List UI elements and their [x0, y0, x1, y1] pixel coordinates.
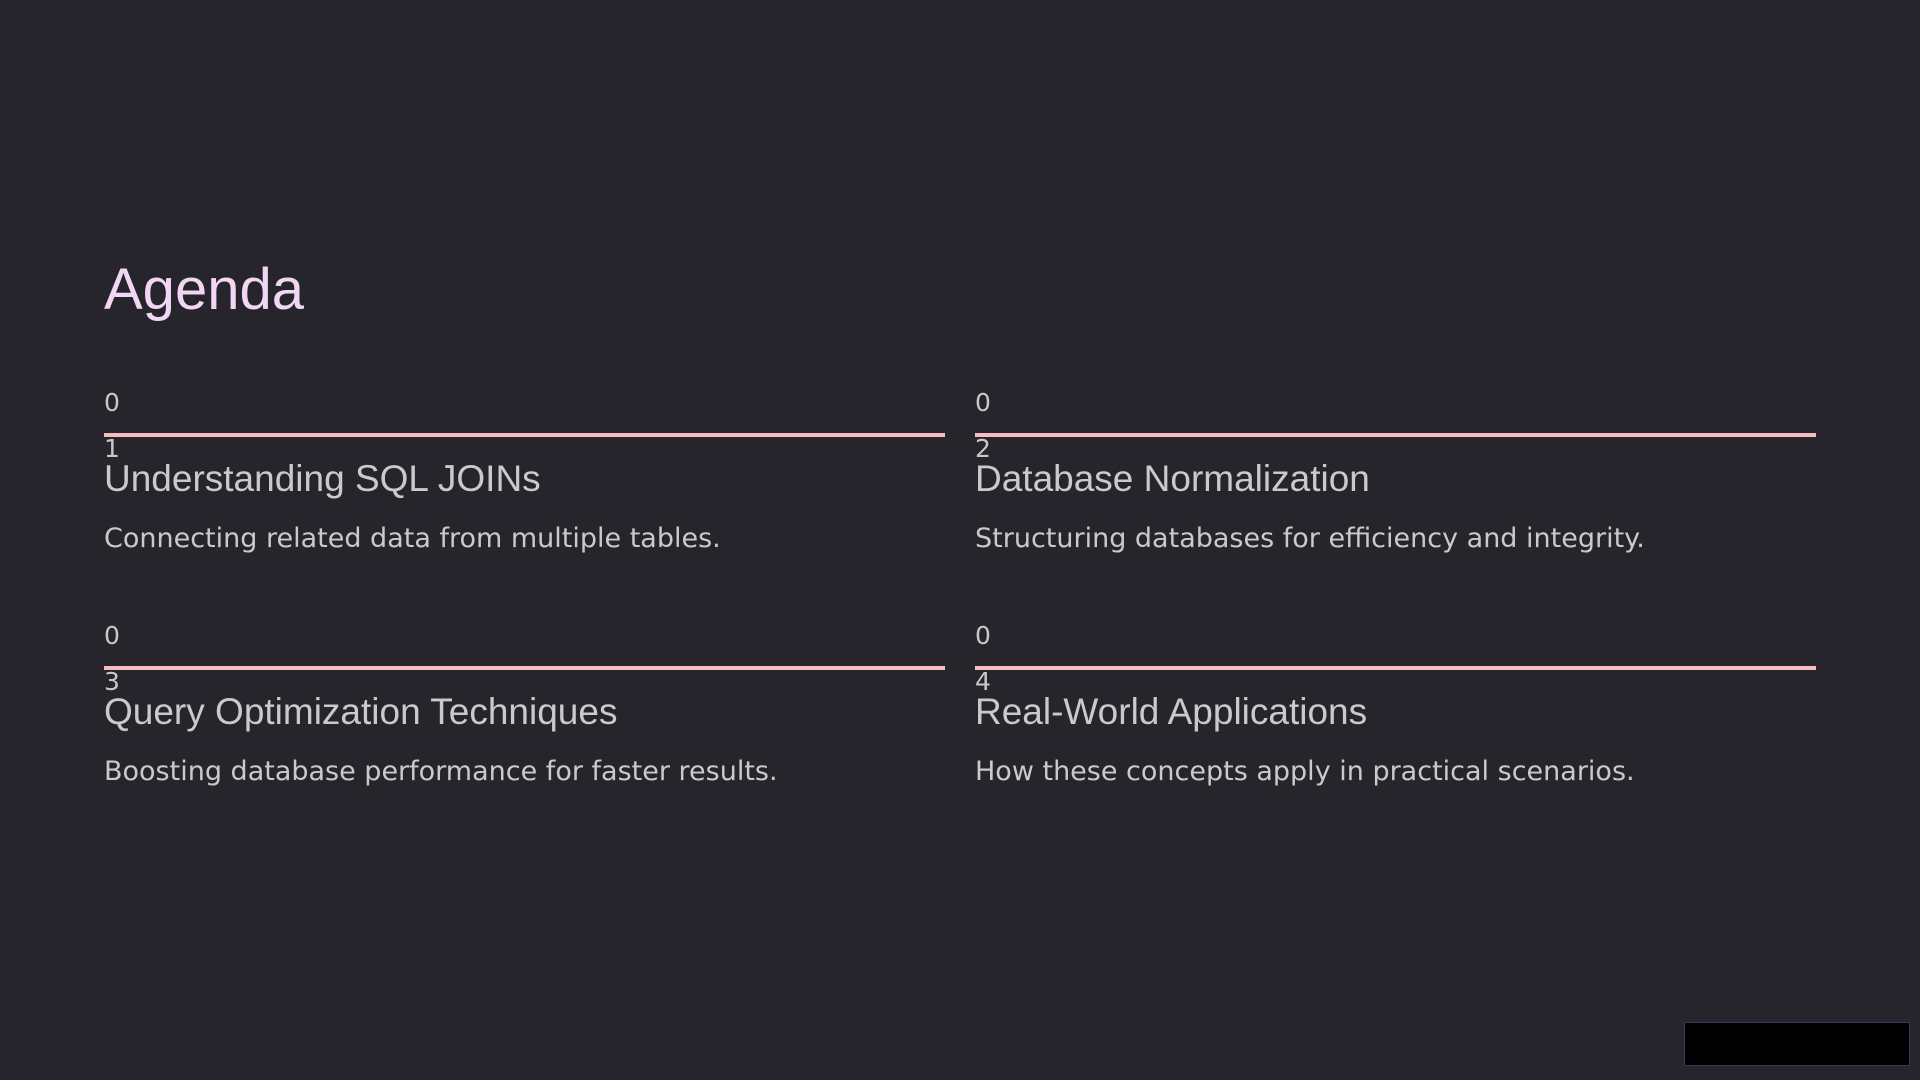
item-divider	[975, 433, 1816, 437]
item-number-tens: 0	[975, 388, 991, 417]
slide-title: Agenda	[104, 257, 304, 322]
item-title: Real-World Applications	[975, 691, 1368, 732]
item-divider	[104, 666, 945, 670]
item-number-tens: 0	[975, 621, 991, 650]
agenda-item: 0 4 Real-World Applications How these co…	[975, 617, 1816, 817]
corner-overlay-box	[1684, 1022, 1910, 1066]
item-number-tens: 0	[104, 388, 120, 417]
agenda-item: 0 2 Database Normalization Structuring d…	[975, 384, 1816, 584]
agenda-item: 0 3 Query Optimization Techniques Boosti…	[104, 617, 945, 817]
item-description: Structuring databases for efficiency and…	[975, 523, 1645, 554]
item-number-tens: 0	[104, 621, 120, 650]
agenda-item: 0 1 Understanding SQL JOINs Connecting r…	[104, 384, 945, 584]
item-description: Connecting related data from multiple ta…	[104, 523, 721, 554]
item-title: Database Normalization	[975, 458, 1370, 499]
item-description: How these concepts apply in practical sc…	[975, 756, 1635, 787]
item-number-ones: 2	[975, 434, 991, 463]
item-number-ones: 4	[975, 667, 991, 696]
item-divider	[104, 433, 945, 437]
item-title: Understanding SQL JOINs	[104, 458, 541, 499]
item-number-ones: 1	[104, 434, 120, 463]
item-description: Boosting database performance for faster…	[104, 756, 778, 787]
item-number-ones: 3	[104, 667, 120, 696]
item-divider	[975, 666, 1816, 670]
item-title: Query Optimization Techniques	[104, 691, 618, 732]
